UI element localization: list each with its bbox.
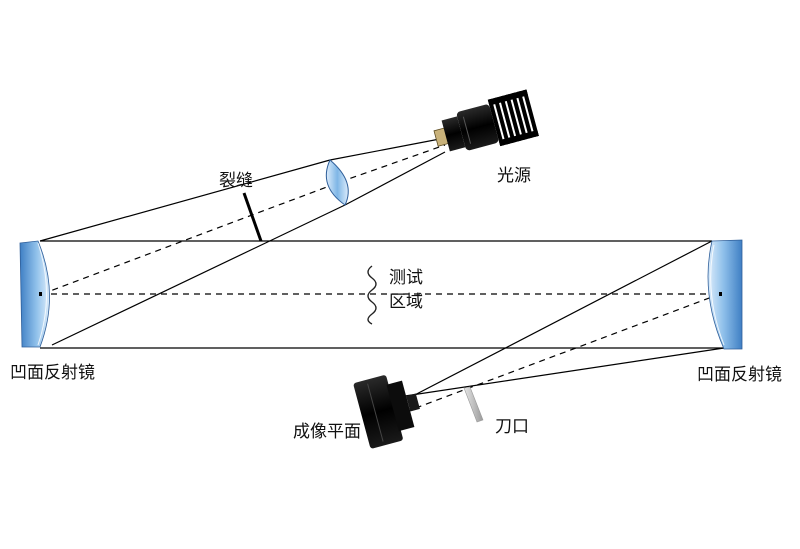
ray-lens-bottom (344, 151, 446, 206)
optical-axis-source (339, 144, 446, 183)
ray-right-bottom (404, 347, 725, 397)
optical-axis-left (41, 181, 341, 295)
dashed-axes (40, 144, 721, 413)
knife-edge-label: 刀口 (495, 417, 529, 437)
knife-edge (463, 386, 484, 423)
light-source-label: 光源 (497, 166, 531, 186)
left-mirror-label: 凹面反射镜 (10, 363, 95, 383)
imaging-plane-camera (353, 375, 420, 449)
test-area-wave (367, 265, 377, 325)
test-area-label-line1: 测试 (389, 268, 423, 288)
ray-lens-top (329, 137, 446, 161)
imaging-plane-label: 成像平面 (293, 422, 361, 442)
ray-left-bottom (51, 204, 346, 346)
right-concave-mirror (707, 239, 743, 350)
slit (242, 192, 263, 242)
light-source (433, 89, 539, 152)
ray-left-top (39, 159, 331, 242)
right-mirror-label: 凹面反射镜 (697, 365, 782, 385)
test-area-label-line2: 区域 (389, 292, 423, 312)
ray-right-top (404, 240, 713, 401)
condenser-lens (325, 159, 349, 206)
slit-label: 裂缝 (219, 171, 253, 191)
optical-axis-right (404, 293, 721, 413)
left-concave-mirror (19, 240, 50, 348)
optical-rays (39, 137, 725, 401)
